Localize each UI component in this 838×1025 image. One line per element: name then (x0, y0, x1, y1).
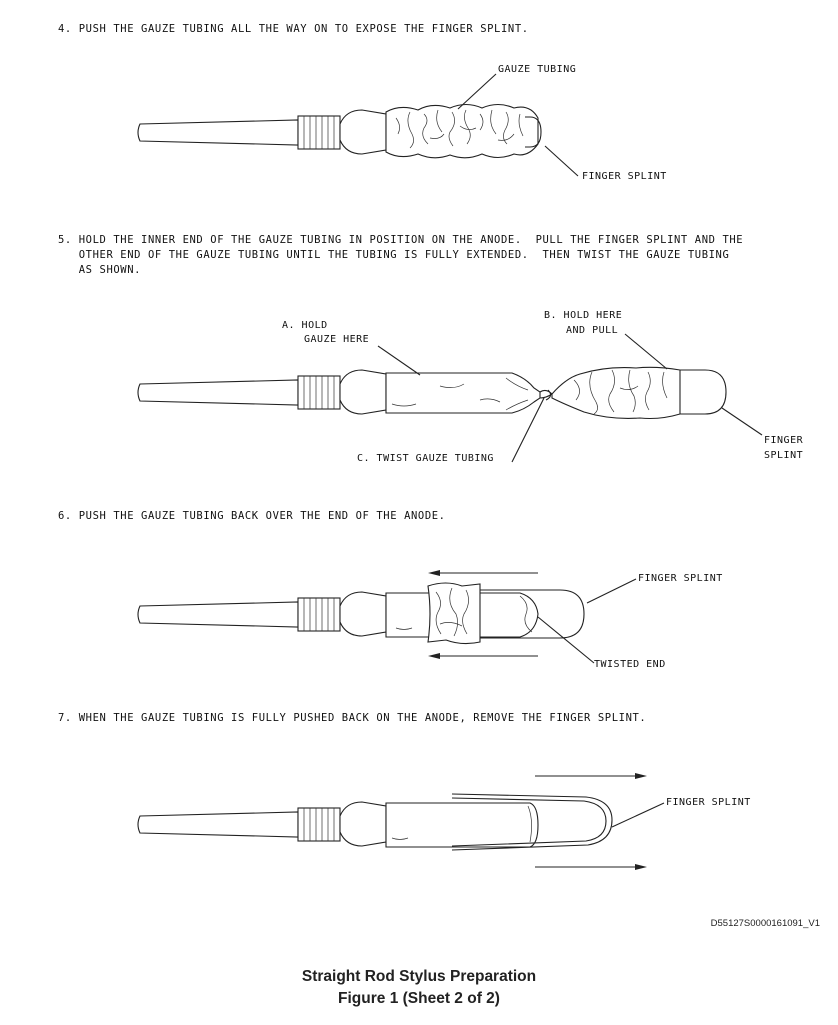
hold-pull-label-2: AND PULL (566, 325, 618, 336)
figure-step-7: FINGER SPLINT (137, 773, 751, 870)
step-7-text: 7. WHEN THE GAUZE TUBING IS FULLY PUSHED… (58, 712, 647, 724)
gauze-tubing-pulled (551, 366, 681, 420)
finger-splint-label: FINGER SPLINT (582, 171, 667, 182)
push-back-arrow-bottom (428, 653, 538, 659)
finger-splint-leader (544, 145, 579, 177)
step-6-text: 6. PUSH THE GAUZE TUBING BACK OVER THE E… (58, 510, 446, 522)
finger-splint (680, 369, 727, 415)
hold-pull-leader (624, 333, 668, 370)
hold-pull-label-1: B. HOLD HERE (544, 310, 622, 321)
splint-label: SPLINT (764, 450, 803, 461)
finger-splint-leader (586, 578, 637, 604)
finger-splint-label: FINGER SPLINT (638, 573, 723, 584)
finger-splint (525, 116, 542, 148)
stylus-handle (137, 591, 387, 637)
caption-title: Straight Rod Stylus Preparation (301, 968, 537, 985)
remove-arrow-bottom (535, 864, 647, 870)
twisted-end-label: TWISTED END (594, 659, 666, 670)
finger-splint-leader (721, 407, 763, 436)
figure-caption: Straight Rod Stylus Preparation Figure 1… (0, 966, 838, 1010)
hold-gauze-label-2: GAUZE HERE (304, 334, 369, 345)
gauze-on-anode (385, 802, 539, 848)
gauze-tubing-label: GAUZE TUBING (498, 64, 576, 75)
stylus-handle (137, 109, 387, 155)
figure-step-4: GAUZE TUBING FINGER SPLINT (137, 64, 667, 182)
hold-gauze-leader (377, 345, 421, 376)
step-5-text: 5. HOLD THE INNER END OF THE GAUZE TUBIN… (58, 234, 744, 276)
remove-arrow-top (535, 773, 647, 779)
stylus-handle (137, 801, 387, 847)
hold-gauze-label-1: A. HOLD (282, 320, 328, 331)
finger-label: FINGER (764, 435, 804, 446)
finger-splint-removed (451, 793, 613, 851)
push-back-arrow-top (428, 570, 538, 576)
gauze-outer-bunched (427, 582, 481, 645)
finger-splint-leader (611, 802, 665, 828)
caption-figure-number: Figure 1 (Sheet 2 of 2) (338, 990, 500, 1007)
finger-splint (480, 589, 585, 639)
figure-step-5: A. HOLD GAUZE HERE B. HOLD HERE AND PULL… (137, 310, 804, 464)
twist-label: C. TWIST GAUZE TUBING (357, 453, 494, 464)
finger-splint-label: FINGER SPLINT (666, 797, 751, 808)
step-4-text: 4. PUSH THE GAUZE TUBING ALL THE WAY ON … (58, 23, 529, 35)
gauze-tubing-bunched (385, 103, 539, 159)
document-id: D55127S0000161091_V1 (710, 918, 820, 929)
twisted-end-leader (537, 616, 595, 664)
gauze-tubing-extended (385, 366, 681, 420)
gauze-tubing-leader (457, 73, 497, 110)
stylus-handle (137, 369, 387, 415)
figure-step-6: FINGER SPLINT TWISTED END (137, 570, 723, 670)
twist-leader (511, 397, 545, 463)
